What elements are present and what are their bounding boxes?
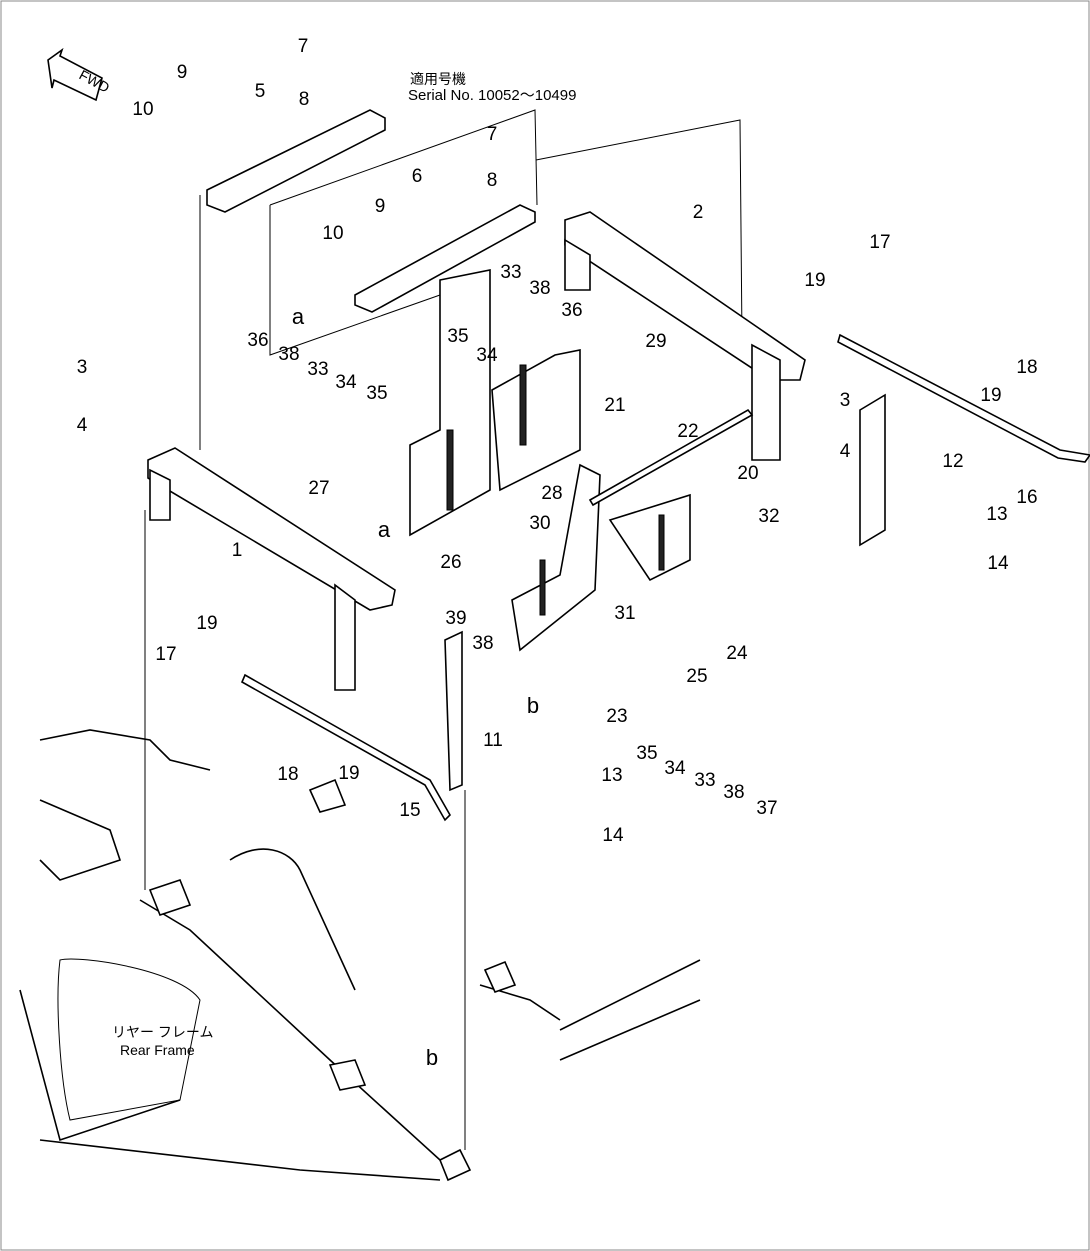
rear-frame-label-en: Rear Frame [120,1042,195,1058]
plate-28 [491,349,581,492]
callout-20: 20 [737,463,758,484]
callout-9: 9 [375,196,386,217]
callout-30: 30 [529,513,550,534]
callout-labels: 789105786910a217191819343638333435333836… [77,36,1038,1070]
callout-8: 8 [487,170,498,191]
callout-13: 13 [986,504,1007,525]
callout-37: 37 [756,798,777,819]
callout-18: 18 [277,764,298,785]
serial-note-jp: 適用号機 [410,71,466,87]
panel-outline [535,119,743,341]
callout-33: 33 [500,262,521,283]
callout-35: 35 [366,383,387,404]
rear-frame-outline [19,729,701,1181]
callout-19: 19 [980,385,1001,406]
beam-6 [354,204,536,313]
callout-10: 10 [322,223,343,244]
rear-frame-label-jp: リヤー フレーム [112,1024,213,1040]
plate-31 [608,493,691,582]
slot [539,559,546,616]
callout-a: a [378,517,391,542]
callout-6: 6 [412,166,423,187]
callout-7: 7 [487,124,498,145]
frame-2-legs [564,238,781,461]
callout-38: 38 [529,278,550,299]
callout-38: 38 [278,344,299,365]
callout-11: 11 [483,730,503,751]
callout-36: 36 [561,300,582,321]
callout-a: a [292,304,305,329]
callout-25: 25 [686,666,707,687]
callout-14: 14 [602,825,624,846]
callout-18: 18 [1016,357,1037,378]
callout-22: 22 [677,421,698,442]
callout-b: b [527,693,539,718]
callout-35: 35 [636,743,657,764]
callout-34: 34 [664,758,686,779]
callout-38: 38 [723,782,744,803]
frame-1-legs [149,468,356,691]
callout-26: 26 [440,552,461,573]
beam-5 [206,109,386,213]
callout-33: 33 [694,770,715,791]
callout-19: 19 [338,763,359,784]
callout-17: 17 [155,644,176,665]
callout-2: 2 [693,202,704,223]
callout-12: 12 [942,451,963,472]
callout-8: 8 [299,89,310,110]
callout-32: 32 [758,506,779,527]
callout-38: 38 [472,633,493,654]
callout-16: 16 [1016,487,1037,508]
callout-33: 33 [307,359,328,380]
frame-1 [147,447,396,611]
rod-16 [837,333,1090,463]
callout-29: 29 [645,331,666,352]
callout-9: 9 [177,62,188,83]
callout-10: 10 [132,99,153,120]
callout-3: 3 [840,390,851,411]
callout-7: 7 [298,36,309,57]
callout-24: 24 [726,643,748,664]
slot [519,364,527,446]
callout-36: 36 [247,330,268,351]
callout-14: 14 [987,553,1009,574]
mount-brackets [148,778,517,1182]
callout-34: 34 [476,345,498,366]
callout-1: 1 [232,540,243,561]
callout-39: 39 [445,608,466,629]
serial-panel-outline [269,109,538,356]
callout-4: 4 [840,441,851,462]
callout-34: 34 [335,372,357,393]
fwd-label: FWD [77,67,113,96]
stay-11 [444,630,463,792]
callout-17: 17 [869,232,890,253]
fwd-arrow-icon: FWD [47,47,113,102]
rear-frame-panel [57,958,201,1121]
rod-15 [240,673,451,822]
slot [658,514,665,571]
callout-b: b [426,1045,438,1070]
callout-31: 31 [614,603,635,624]
callout-21: 21 [604,395,625,416]
assembly-lines [144,195,466,1150]
rod-20 [588,408,754,507]
callout-4: 4 [77,415,88,436]
callout-27: 27 [308,478,329,499]
callout-19: 19 [196,613,217,634]
plate-26 [409,269,491,537]
callout-5: 5 [255,81,266,102]
callout-19: 19 [804,270,825,291]
serial-note-en: Serial No. 10052～10499 [408,87,576,104]
callout-13: 13 [601,765,622,786]
stay-12 [859,393,886,547]
slot [446,429,454,511]
callout-35: 35 [447,326,468,347]
callout-3: 3 [77,357,88,378]
callout-23: 23 [606,706,627,727]
callout-28: 28 [541,483,562,504]
plate-30 [511,463,601,652]
callout-15: 15 [399,800,420,821]
